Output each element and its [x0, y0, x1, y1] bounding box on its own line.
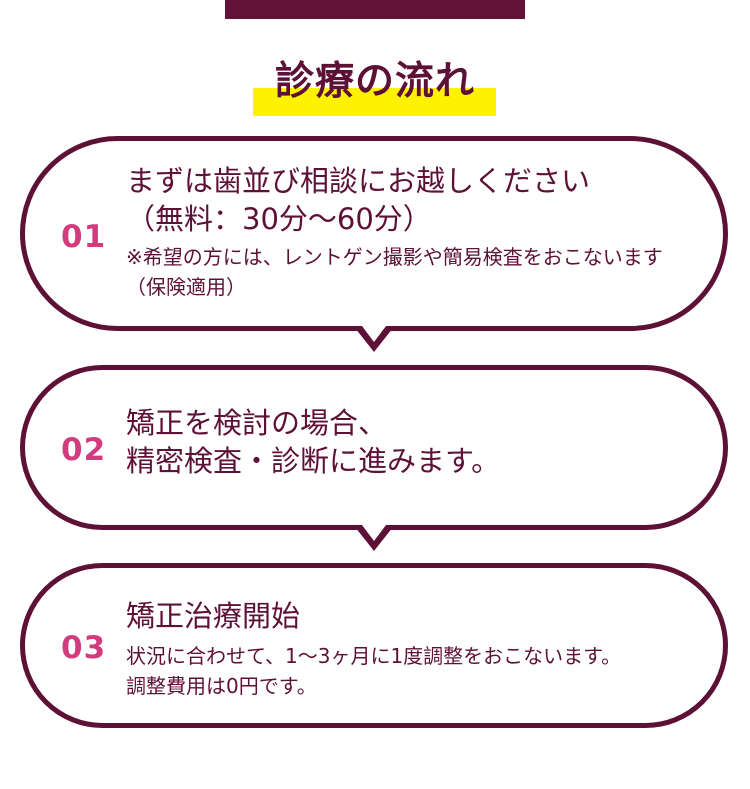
step-note-text: ※希望の方には、レントゲン撮影や簡易検査をおこないます — [126, 245, 663, 269]
step-note-text: 状況に合わせて、1〜3ヶ月に1度調整をおこないます。 — [126, 644, 622, 668]
step-main-text: 矯正を検討の場合、 — [126, 406, 388, 440]
step-note-text: 調整費用は0円です。 — [126, 674, 317, 698]
step-number: 01 — [61, 219, 107, 255]
step-note-text: （保険適用） — [126, 275, 246, 299]
step-card-2: 02 矯正を検討の場合、 精密検査・診断に進みます。 — [20, 365, 728, 530]
step-content: まずは歯並び相談にお越しください （無料：30分〜60分） ※希望の方には、レン… — [126, 162, 709, 302]
speech-tail-1-inner — [362, 326, 386, 342]
step-main-text: まずは歯並び相談にお越しください — [126, 164, 591, 198]
step-note: ※希望の方には、レントゲン撮影や簡易検査をおこないます （保険適用） — [126, 242, 709, 302]
title-highlight — [253, 88, 496, 116]
speech-tail-2-inner — [362, 525, 386, 541]
step-number: 02 — [61, 432, 107, 468]
step-card-1: 01 まずは歯並び相談にお越しください （無料：30分〜60分） ※希望の方には… — [20, 136, 728, 331]
step-card-3: 03 矯正治療開始 状況に合わせて、1〜3ヶ月に1度調整をおこないます。 調整費… — [20, 563, 728, 728]
step-main-text: 精密検査・診断に進みます。 — [126, 444, 501, 478]
step-main-text: 矯正治療開始 — [126, 599, 301, 633]
step-number: 03 — [61, 630, 107, 666]
step-main-text: （無料：30分〜60分） — [126, 202, 432, 236]
section-title: 診療の流れ — [0, 54, 750, 120]
step-content: 矯正を検討の場合、 精密検査・診断に進みます。 — [126, 404, 709, 480]
top-decoration-bar — [225, 0, 525, 19]
step-note: 状況に合わせて、1〜3ヶ月に1度調整をおこないます。 調整費用は0円です。 — [126, 641, 709, 701]
page-title: 診療の流れ — [274, 59, 475, 104]
step-content: 矯正治療開始 状況に合わせて、1〜3ヶ月に1度調整をおこないます。 調整費用は0… — [126, 597, 709, 701]
